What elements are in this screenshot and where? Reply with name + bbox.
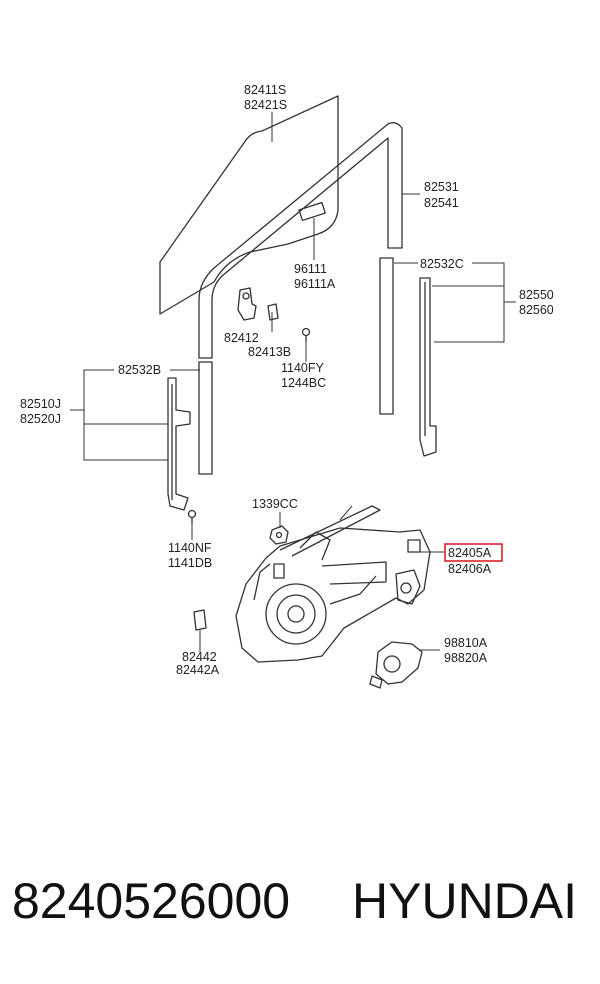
lower-channel-rear [379, 257, 394, 415]
nut-part [269, 525, 289, 545]
door-glass [159, 95, 339, 315]
label-motor-1: 98810A [444, 636, 488, 650]
label-clip-1: 82412 [224, 331, 259, 345]
bracket-part [193, 609, 207, 631]
screw-upper [301, 327, 311, 342]
label-screw-b-2: 1141DB [168, 556, 212, 570]
label-screw-a-1: 1140FY [281, 361, 325, 375]
label-rail-rear-2: 82560 [519, 303, 554, 317]
label-bracket-2: 82442A [176, 663, 220, 677]
label-rail-front-2: 82520J [20, 412, 61, 426]
window-motor [369, 641, 423, 689]
label-bracket-1: 82442 [182, 650, 217, 664]
part-number: 8240526000 [12, 873, 291, 929]
label-glass-1: 82411S [244, 83, 286, 97]
label-screw-b-1: 1140NF [168, 541, 212, 555]
label-decal-1: 96111 [294, 262, 327, 276]
label-clip-2: 82413B [248, 345, 291, 359]
label-regulator-2: 82406A [448, 562, 492, 576]
clip-part-small [267, 303, 279, 321]
label-channel-lower-rear: 82532C [420, 257, 464, 271]
footer-caption: 8240526000 HYUNDAI [0, 872, 600, 952]
label-rail-front-1: 82510J [20, 397, 61, 411]
label-regulator-1: 82405A [448, 546, 492, 560]
guide-rail-front [167, 377, 191, 511]
highlight-box [444, 543, 503, 562]
label-channel-rear-2: 82541 [424, 196, 459, 210]
label-screw-a-2: 1244BC [281, 376, 326, 390]
label-channel-rear-1: 82531 [424, 180, 459, 194]
window-regulator-assembly [235, 505, 431, 663]
label-motor-2: 98820A [444, 651, 488, 665]
brand-name: HYUNDAI [352, 873, 578, 929]
label-channel-lower-front: 82532B [118, 363, 161, 377]
label-glass-2: 82421S [244, 98, 287, 112]
run-channel-upper [198, 122, 403, 359]
label-rail-rear-1: 82550 [519, 288, 554, 302]
lower-channel-front [198, 361, 213, 475]
label-nut: 1339CC [252, 497, 298, 511]
clip-part [237, 287, 257, 321]
leader-lines [70, 112, 516, 652]
guide-rail-rear [419, 277, 437, 457]
label-decal-2: 96111A [294, 277, 336, 291]
screw-lower [187, 509, 197, 524]
